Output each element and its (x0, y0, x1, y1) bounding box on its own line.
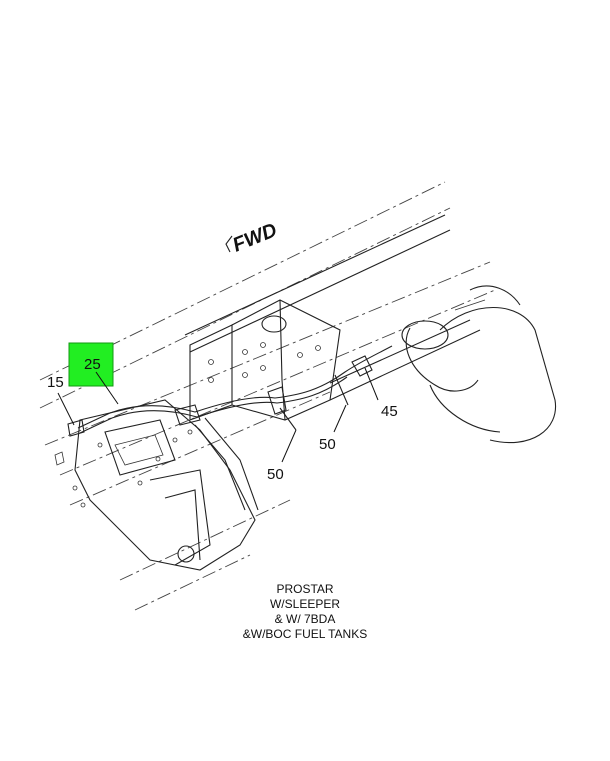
callout-45[interactable]: 45 (364, 367, 398, 420)
fuel-tank-right (401, 285, 557, 444)
frame-rail-lines (39, 181, 496, 611)
callout-50-lower[interactable]: 50 (267, 429, 297, 483)
fwd-direction-marker: FWD (225, 219, 280, 257)
callout-25-label: 25 (84, 356, 101, 373)
caption-line: & W/ 7BDA (274, 612, 336, 626)
caption-line: PROSTAR (276, 582, 334, 596)
diagram-caption: PROSTAR W/SLEEPER & W/ 7BDA &W/BOC FUEL … (200, 582, 410, 642)
callout-50-right[interactable]: 50 (319, 404, 347, 453)
caption-line: W/SLEEPER (269, 597, 341, 611)
callout-50-lower-label: 50 (267, 466, 284, 483)
fuel-line (67, 345, 393, 437)
frame-rail (184, 214, 481, 401)
callout-45-label: 45 (381, 403, 398, 420)
frame-bracket (189, 299, 341, 421)
callout-50-right-label: 50 (319, 436, 336, 453)
callout-15-label: 15 (47, 374, 64, 391)
caption-line: &W/BOC FUEL TANKS (242, 627, 368, 641)
fuel-tank-left (54, 399, 259, 571)
fwd-arrow-icon (225, 235, 233, 253)
callout-25[interactable]: 25 (68, 342, 119, 405)
callout-15[interactable]: 15 (47, 374, 75, 426)
callout-25-highlight (68, 342, 114, 387)
fwd-label: FWD (230, 219, 280, 256)
